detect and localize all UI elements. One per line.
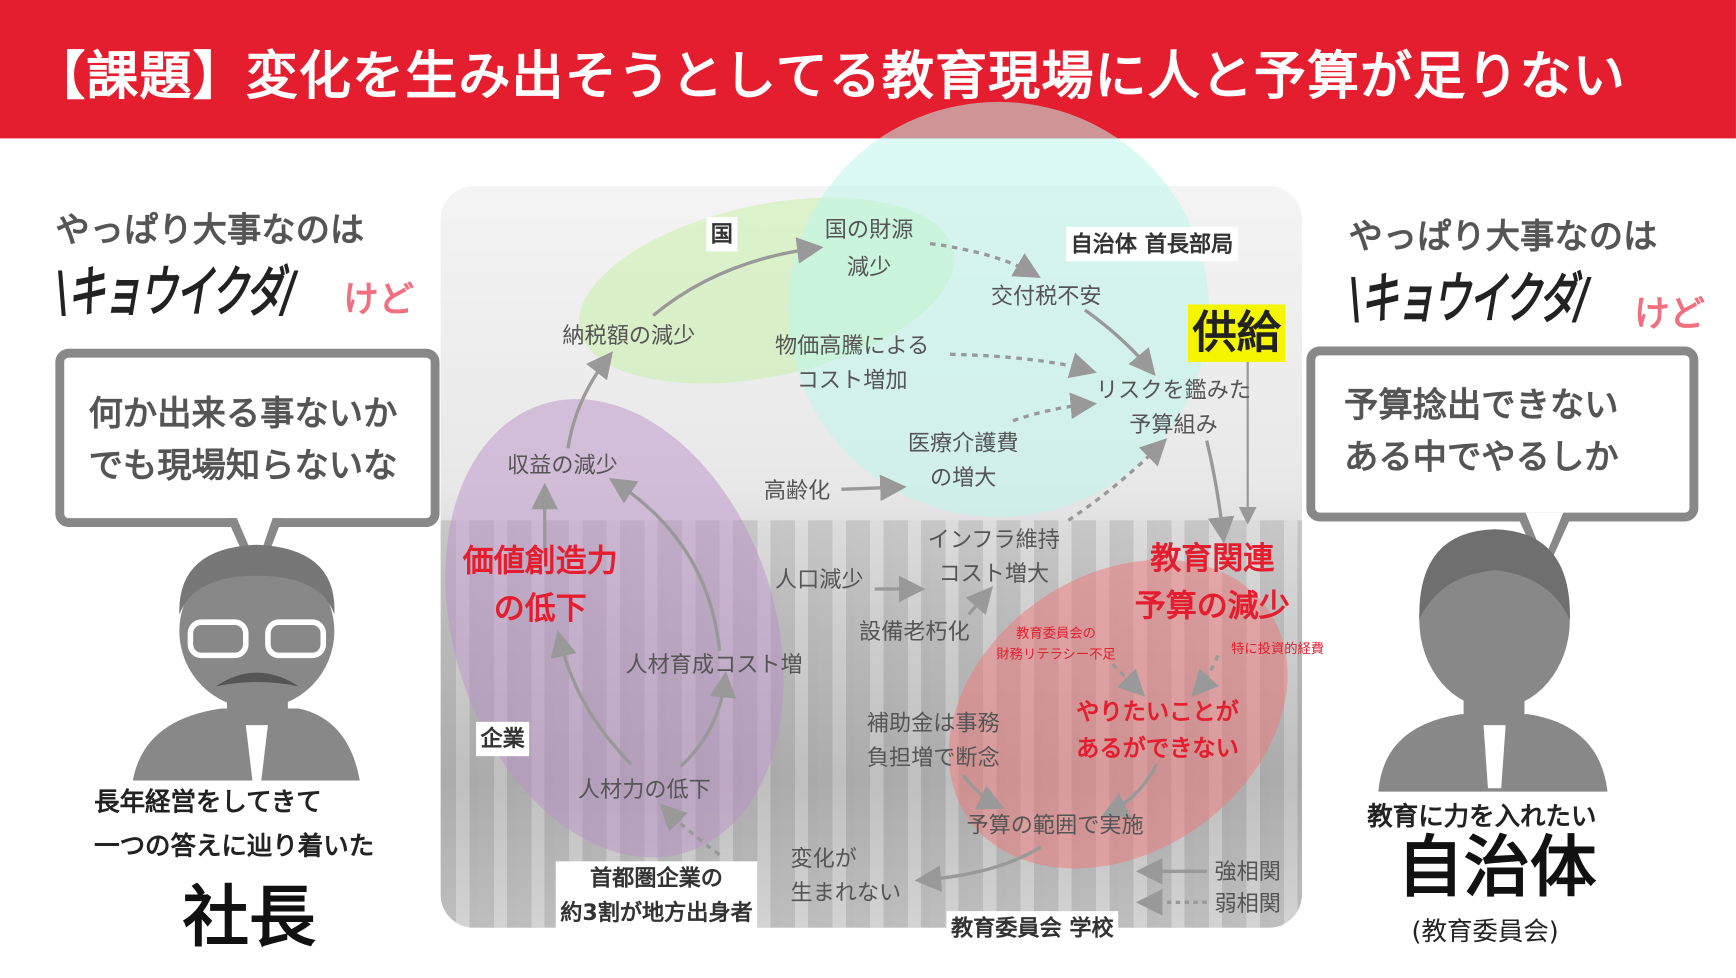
supply-badge: 供給 (1187, 304, 1286, 363)
node-tax-decrease: 納税額の減少 (562, 322, 696, 349)
node-value-creation: 価値創造力の低下 (462, 542, 618, 628)
left-caption-2: 一つの答えに辿り着いた (94, 832, 375, 862)
legend-strong: 強相関 (1214, 858, 1281, 885)
node-within-budget: 予算の範囲で実施 (966, 811, 1144, 839)
node-investment: 特に投資的経費 (1231, 641, 1325, 657)
label-company: 企業 (476, 721, 530, 757)
node-subsidy: 補助金は事務負担増で断念 (866, 709, 1000, 771)
node-no-change: 変化が生まれない (790, 844, 902, 906)
node-cannot-do: やりたいことがあるができない (1076, 698, 1239, 762)
president-name: 社長 (182, 879, 316, 957)
node-aging: 高齢化 (763, 477, 831, 504)
municipality-name: 自治体 (1397, 829, 1597, 907)
right-caption: 教育に力を入れたい (1367, 802, 1597, 832)
node-profit-decrease: 収益の減少 (507, 451, 618, 479)
node-price-rise: 物価高騰によるコスト増加 (774, 332, 930, 394)
left-caption-1: 長年経営をしてきて (94, 788, 322, 818)
left-pre-text: やっぱり大事なのは (55, 210, 365, 251)
right-kyoiku-logo: \キョウイクダ/ (1348, 266, 1589, 332)
header-band (0, 0, 1736, 139)
left-speech-bubble: 何か出来る事ないかでも現場知らないな (55, 348, 440, 527)
node-finance-literacy: 教育委員会の財務リテラシー不足 (996, 625, 1116, 663)
right-kedo: けど (1634, 292, 1705, 335)
node-facility-aging: 設備老朽化 (859, 617, 970, 645)
right-pre-text: やっぱり大事なのは (1348, 216, 1658, 257)
node-tax-grant: 交付税不安 (990, 282, 1102, 309)
node-education-budget: 教育関連予算の減少 (1134, 540, 1290, 625)
node-national-revenue: 国の財源減少 (824, 215, 914, 281)
node-risk-budget: リスクを鑑みた予算組み (1096, 376, 1252, 438)
node-talent-decline: 人材力の低下 (577, 776, 711, 803)
label-metro-companies: 首都圏企業の約3割が地方出身者 (555, 861, 758, 930)
label-municipality: 自治体 首長部局 (1066, 226, 1238, 262)
municipality-ellipse (788, 101, 1209, 518)
node-infrastructure: インフラ維持コスト増大 (927, 525, 1060, 587)
legend-weak: 弱相関 (1214, 890, 1281, 917)
left-kyoiku-logo: \キョウイクダ/ (55, 260, 296, 325)
label-government: 国 (706, 216, 738, 252)
label-education-board: 教育委員会 学校 (946, 911, 1119, 946)
page-title: 【課題】変化を生み出そうとしてる教育現場に人と予算が足りない (33, 46, 1626, 108)
node-training-cost: 人材育成コスト増 (625, 650, 803, 678)
right-speech-bubble: 予算捻出できないある中でやるしか (1306, 346, 1699, 522)
municipality-sub: (教育委員会) (1411, 917, 1559, 947)
node-medical: 医療介護費の増大 (907, 429, 1019, 491)
node-population: 人口減少 (774, 565, 864, 593)
left-kedo: けど (343, 277, 415, 320)
